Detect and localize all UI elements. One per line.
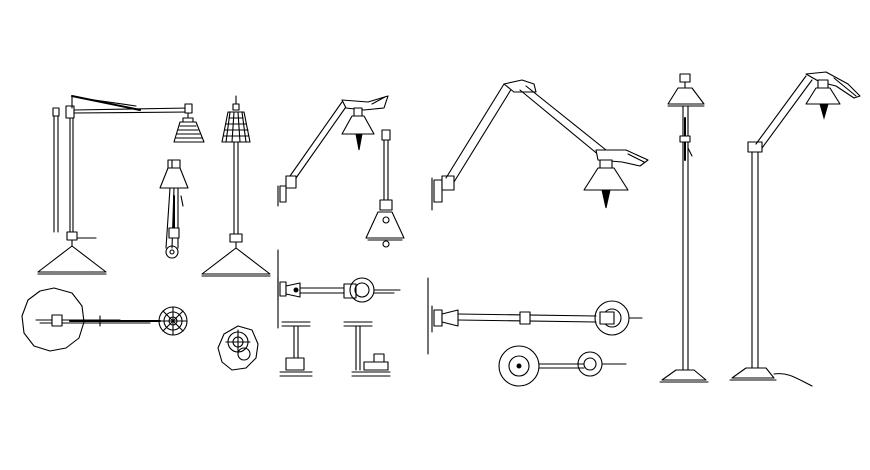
suspension-lamp-elevation bbox=[37, 95, 193, 275]
wall-arm-lamp-side-view bbox=[365, 129, 405, 248]
table-clamp-bases bbox=[279, 321, 391, 377]
pendant-rod-lamp-elevation bbox=[201, 95, 271, 277]
suspension-lamp-shade bbox=[173, 117, 205, 143]
small-pendant-shade bbox=[159, 159, 189, 259]
wall-arm-lamp-plan bbox=[277, 277, 401, 303]
floor-lamp-front-elevation bbox=[659, 73, 709, 383]
suspension-lamp-plan bbox=[21, 287, 188, 352]
wall-arm-lamp-elevation bbox=[277, 95, 389, 207]
floor-lamp-side-elevation bbox=[729, 71, 861, 387]
large-wall-arm-lamp-elevation bbox=[431, 79, 649, 211]
pendant-lamp-plan bbox=[217, 325, 259, 371]
large-wall-arm-lamp-plan bbox=[431, 300, 643, 387]
